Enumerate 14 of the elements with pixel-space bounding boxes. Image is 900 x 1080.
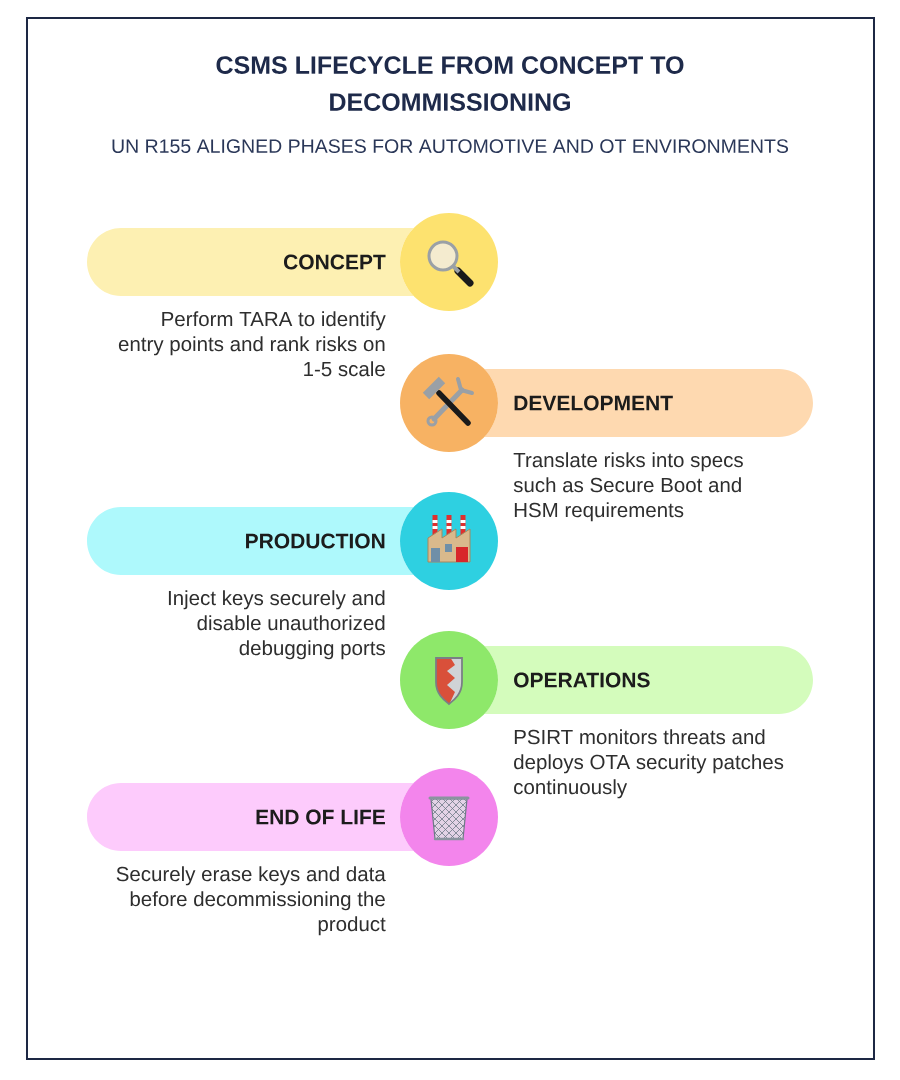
phase-band: PRODUCTION bbox=[87, 507, 414, 575]
subtitle: UN R155 ALIGNED PHASES FOR AUTOMOTIVE AND OT ENVIRONMENTS bbox=[112, 139, 788, 153]
description-text: Inject keys securely and disable unauthorized debugging ports bbox=[168, 590, 385, 660]
description-text: Translate risks into specs such as Secure Boot and HSM requirements bbox=[513, 452, 743, 522]
description-text: Securely erase keys and data before decommissioning the product bbox=[116, 866, 386, 936]
circle-badge bbox=[400, 354, 498, 452]
description-text: PSIRT monitors threats and deploys OTA security patches continuously bbox=[514, 729, 784, 799]
title: CSMS LIFECYCLE FROM CONCEPT TO DECOMMISSIONING bbox=[216, 56, 684, 111]
circle-badge bbox=[400, 213, 498, 311]
phase-band: CONCEPT bbox=[87, 228, 414, 296]
phase-band: END OF LIFE bbox=[87, 783, 414, 851]
description-text: Perform TARA to identify entry points and rank risks on 1-5 scale bbox=[118, 311, 386, 377]
phase-band: OPERATIONS bbox=[484, 646, 813, 714]
phase-band: DEVELOPMENT bbox=[484, 369, 813, 437]
